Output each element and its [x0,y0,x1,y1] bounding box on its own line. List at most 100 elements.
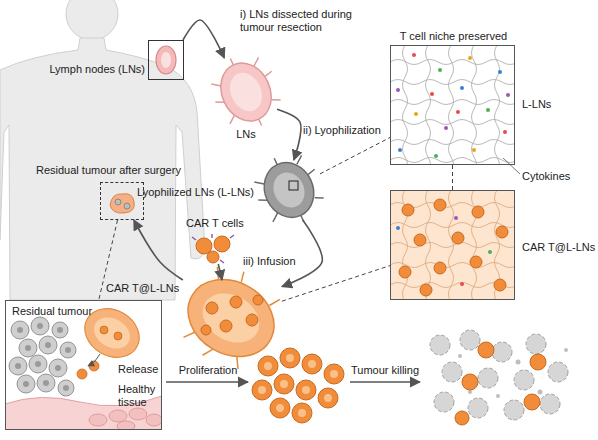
cell-nuclei [324,394,332,402]
lymph-node-car-t-loaded [194,284,268,353]
killed-tumour-cells [460,330,480,350]
niche-panel-art [396,88,400,92]
killed-tumour-cells [468,398,488,418]
cell-nuclei [308,360,316,368]
car-t-cells [192,234,234,263]
car-t-cells: CAR T cells [192,232,237,264]
car-t-panel-art [494,279,506,291]
killed-tumour-cells [468,390,472,394]
cell-nuclei [286,354,294,362]
killed-tumour-cells [540,394,560,414]
cell-nuclei [330,370,338,378]
killed-tumour-cells [526,334,546,354]
inset-art [52,322,68,338]
killed-tumour-cells [548,362,568,382]
inset-art [88,354,100,366]
dashed-leader [282,266,390,302]
niche-panel-art [495,45,500,165]
node-label: LNs [226,128,266,141]
niche-panel: T cell niche preservedL-LNs [390,45,515,165]
inset-art [58,380,74,396]
inset-art [100,326,108,334]
niche-panel-art [434,154,438,158]
node-label: CAR T@L-LNs [522,241,592,254]
loaded-car-t-cells [246,314,258,326]
dashed-leader [452,165,453,190]
killed-tumour-cells [504,400,524,420]
inset-art [39,336,57,354]
niche-panel-art [390,80,515,85]
node-label: Residual tumour after surgery [36,164,206,177]
proliferating-car-t-cells [280,348,300,368]
car-t-cells [214,236,230,252]
process-arrow [282,220,322,287]
cell-nuclei [280,380,288,388]
inset-art [63,385,69,391]
loaded-car-t-cells [253,295,263,305]
cytokine-leader-line [503,158,520,174]
node-label: Residual tumour [12,305,112,318]
niche-panel-art [456,110,460,114]
proliferating-car-t-cells [296,380,316,400]
inset-art [5,299,162,431]
car-t-panel: CAR T@L-LNs [390,190,515,300]
car-t-panel-art [420,284,432,296]
killed-tumour-cells [455,342,546,425]
inset-art [49,359,67,377]
node-label: CAR T cells [186,217,248,230]
niche-panel-art [398,148,402,152]
car-t-panel-art [470,256,482,268]
niche-panel-art [414,112,418,116]
inset-art [65,347,71,353]
car-t-panel-art [414,234,426,246]
inset-art [11,321,29,339]
car-t-panel-art [390,190,515,300]
niche-panel-art [412,53,416,57]
niche-panel-art [390,45,518,173]
node-label: Lyophilized LNs (L-LNs) [126,186,254,199]
process-arrow [183,20,224,58]
inset-art [29,355,47,373]
process-arrow [218,264,222,280]
cell-nuclei [276,404,284,412]
inset-art [60,342,76,358]
car-t-panel-art [452,232,464,244]
small-lymph-node [156,46,176,74]
inset-art [114,332,122,340]
proliferating-car-t-cells [252,380,272,400]
car-t-panel-art [488,250,492,254]
residual-tumour-small [115,199,121,205]
car-t-panel-art [390,243,515,248]
car-t-cells [192,234,234,263]
inset-art [45,342,51,348]
killed-tumour-cells [434,392,454,412]
car-t-panel-art [460,282,464,286]
annotation-label: Cytokines [522,170,592,183]
car-t-panel-art [402,204,414,216]
niche-panel-art [390,100,515,105]
niche-panel-art [438,68,442,72]
loaded-car-t-cells [220,320,232,332]
human-body-silhouette [0,0,205,300]
residual-tumour-box: Residual tumour after surgery [100,182,144,220]
node-label: Release [118,363,160,376]
killed-tumour-cells [430,330,568,425]
niche-panel-art [403,45,408,165]
lymph-node-box: Lymph nodes (LNs) [148,40,184,80]
inset-art [5,300,162,430]
lymph-node-lyophilized [245,145,333,235]
inset-art [19,339,37,357]
killed-tumour-cells [478,342,494,358]
inset-art [89,414,107,426]
node-label: Lymph nodes (LNs) [45,63,145,76]
car-t-panel-art [399,266,411,278]
proliferating-car-t-cells [302,354,322,374]
node-label: T cell niche preserved [391,30,516,43]
killed-tumour-cells [564,348,568,352]
car-t-loaded-node: CAR T@L-LNs [180,280,282,356]
node-label: CAR T@L-LNs [106,282,176,295]
car-t-panel-art [396,226,400,230]
killed-tumour-cells [462,374,478,390]
inset-art [31,317,49,335]
